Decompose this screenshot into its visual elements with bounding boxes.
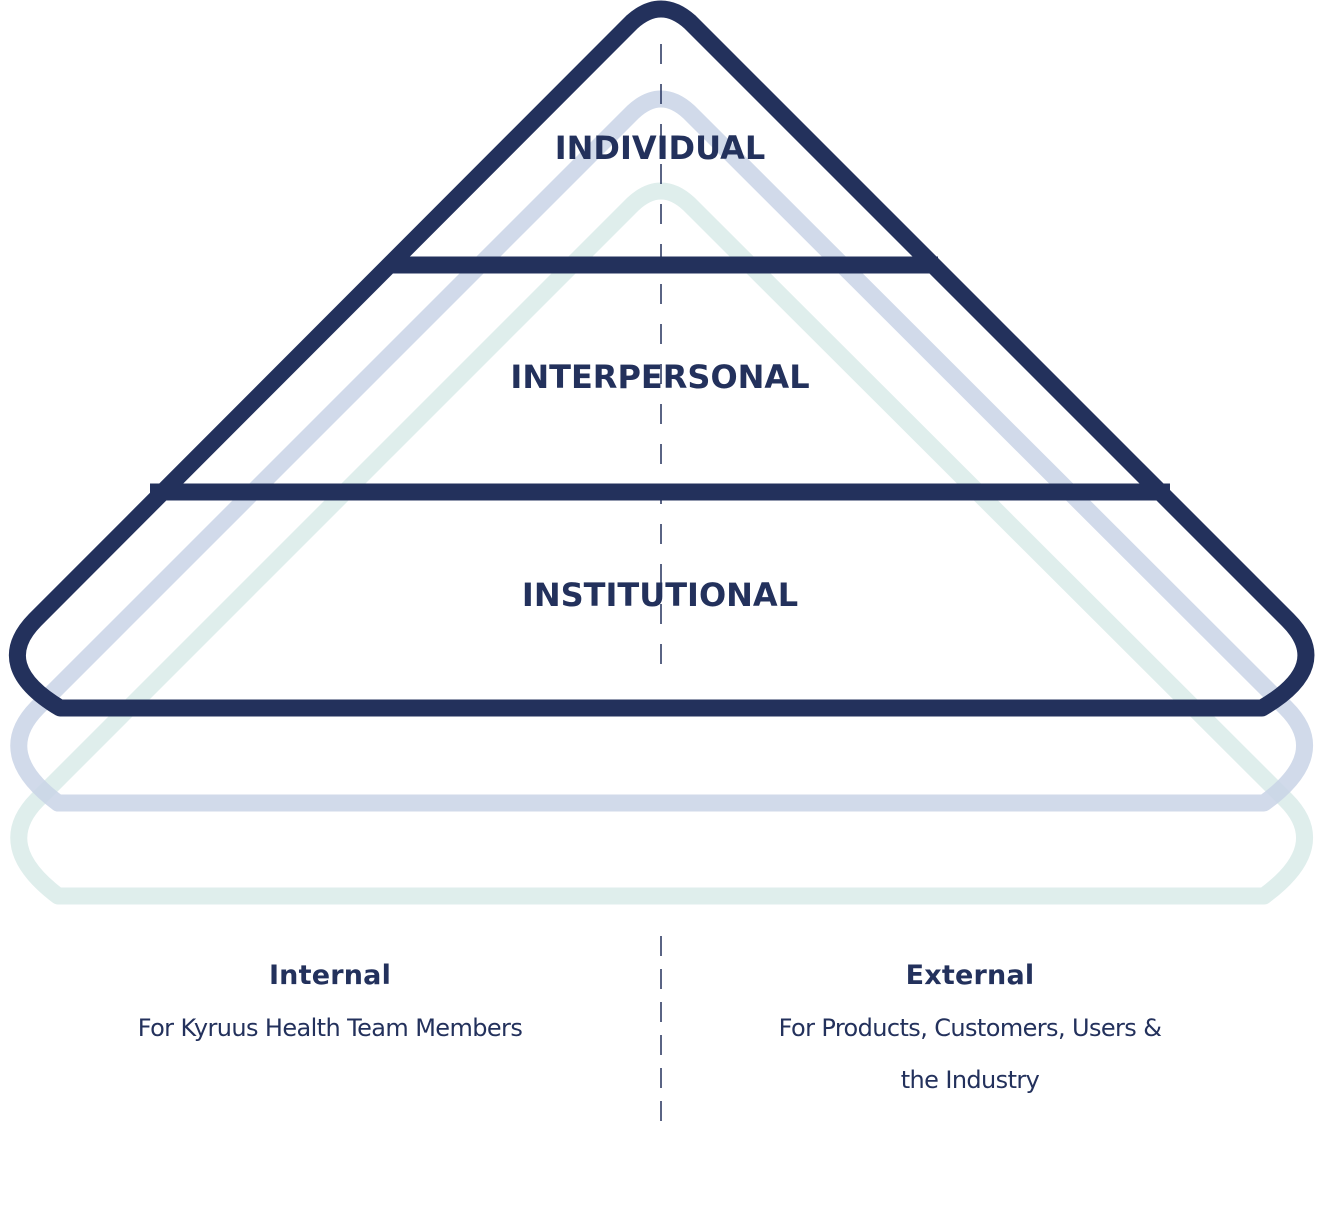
internal-description: For Kyruus Health Team Members: [137, 1014, 523, 1042]
internal-caption: Internal For Kyruus Health Team Members: [60, 950, 600, 1054]
level-label-institutional: INSTITUTIONAL: [522, 576, 798, 614]
shadow-triangle-blue: [10, 90, 1314, 812]
external-caption: External For Products, Customers, Users …: [700, 950, 1240, 1106]
external-description-line1: For Products, Customers, Users &: [778, 1014, 1162, 1042]
level-label-individual: INDIVIDUAL: [555, 129, 766, 167]
level-label-interpersonal: INTERPERSONAL: [510, 358, 809, 396]
main-pyramid-outline: [8, 0, 1315, 717]
shadow-triangle-mint: [10, 182, 1314, 905]
internal-title: Internal: [268, 960, 392, 991]
external-title: External: [905, 960, 1035, 991]
external-description-line2: the Industry: [900, 1066, 1040, 1094]
